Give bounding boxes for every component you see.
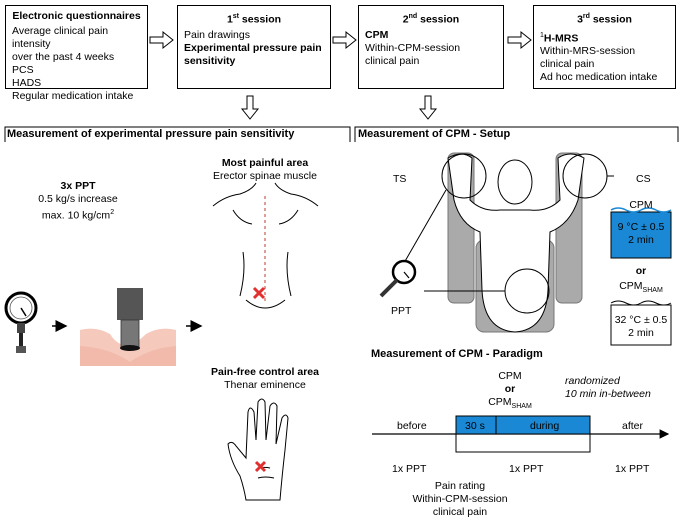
zoom-circles <box>403 153 614 314</box>
session2-box: 2nd session CPM Within-CPM-session clini… <box>358 5 504 89</box>
session1-item: Experimental pressure pain <box>184 41 322 54</box>
ts-label: TS <box>393 173 407 185</box>
questionnaires-title: Electronic questionnaires <box>12 10 141 22</box>
painful-area-title: Most painful area <box>221 157 309 169</box>
sham-bath-text: 32 °C ± 0.5 2 min <box>611 314 671 340</box>
flow-arrow-2 <box>332 30 357 50</box>
questionnaire-item: HADS <box>12 77 42 89</box>
control-area-sub: Thenar eminence <box>224 379 306 391</box>
down-arrow-right <box>418 95 438 120</box>
session2-title: 2nd session <box>402 13 460 26</box>
cold-water-bath <box>610 207 672 259</box>
ppt-protocol: 3x PPT 0.5 kg/s increase max. 10 kg/cm2 <box>28 180 128 223</box>
session3-item: 1H-MRS <box>540 31 579 45</box>
cs-label: CS <box>636 173 651 185</box>
session3-item: clinical pain <box>540 58 595 70</box>
cpm-bath-label: CPM <box>629 199 653 211</box>
ppt-after: 1x PPT <box>615 463 650 475</box>
painful-area-sub: Erector spinae muscle <box>213 170 317 182</box>
session1-item: sensitivity <box>184 54 236 67</box>
algometer-icon <box>4 291 38 353</box>
left-section-header: Measurement of experimental pressure pai… <box>7 128 295 140</box>
session2-item: Within-CPM-session <box>365 41 461 54</box>
hand-illustration <box>227 398 289 501</box>
flow-arrow-1 <box>149 30 174 50</box>
during-label: during <box>530 420 560 432</box>
timeline <box>372 415 670 453</box>
ppt-title: 3x PPT <box>60 180 96 192</box>
paradigm-header: Measurement of CPM - Paradigm <box>371 348 543 360</box>
questionnaire-item: over the past 4 weeks <box>12 51 115 63</box>
sham-bath <box>610 300 672 346</box>
session3-item: Within-MRS-session <box>540 45 636 57</box>
control-area-title: Pain-free control area <box>211 366 319 378</box>
pain-rating-note: Pain rating Within-CPM-session clinical … <box>412 480 508 518</box>
paradigm-condition: CPM or CPMSHAM <box>488 370 532 411</box>
flow-arrows <box>149 30 532 120</box>
painful-area-label: Most painful area Erector spinae muscle <box>200 157 330 183</box>
questionnaire-item: Regular medication intake <box>12 90 134 102</box>
control-area-marker <box>254 460 267 473</box>
setup-or-label: or <box>635 265 647 277</box>
painful-area-marker <box>252 286 266 300</box>
questionnaire-item: Average clinical pain intensity <box>12 25 109 50</box>
session3-title: 3rd session <box>577 13 632 26</box>
before-label: before <box>397 420 427 432</box>
session3-box: 3rd session 1H-MRS Within-MRS-session cl… <box>533 5 676 89</box>
cpm-time: 2 min <box>628 234 654 246</box>
down-arrow-left <box>240 95 260 120</box>
questionnaires-box: Electronic questionnaires Average clinic… <box>5 5 148 102</box>
ppt-during: 1x PPT <box>509 463 544 475</box>
cpm-temp: 9 °C ± 0.5 <box>617 221 665 233</box>
questionnaire-item: PCS <box>12 64 34 76</box>
randomized-note: randomized 10 min in-between <box>565 375 651 400</box>
session3-item: Ad hoc medication intake <box>540 71 658 83</box>
control-area-label: Pain-free control area Thenar eminence <box>200 366 330 392</box>
ppt-line: max. 10 kg/cm2 <box>41 209 115 222</box>
30s-label: 30 s <box>465 420 485 432</box>
setup-ppt-label: PPT <box>391 305 412 317</box>
sham-label: CPMSHAM <box>619 280 663 295</box>
right-section-header: Measurement of CPM - Setup <box>358 128 511 140</box>
session2-item: clinical pain <box>365 54 420 67</box>
body-illustration <box>447 153 585 333</box>
skin-probe-illustration <box>80 288 176 366</box>
session1-title: 1st session <box>226 13 282 26</box>
session1-item: Pain drawings <box>184 28 250 41</box>
section-frames <box>4 126 679 142</box>
sham-time: 2 min <box>628 327 654 339</box>
flow-arrow-3 <box>507 30 532 50</box>
session2-item: CPM <box>365 28 389 41</box>
cpm-bath-text: 9 °C ± 0.5 2 min <box>611 221 671 247</box>
ppt-before: 1x PPT <box>392 463 427 475</box>
setup-algometer-icon <box>379 259 417 298</box>
ppt-line: 0.5 kg/s increase <box>38 193 118 205</box>
sham-temp: 32 °C ± 0.5 <box>614 314 668 326</box>
session1-box: 1st session Pain drawings Experimental p… <box>177 5 331 89</box>
after-label: after <box>622 420 644 432</box>
back-illustration <box>212 182 319 309</box>
